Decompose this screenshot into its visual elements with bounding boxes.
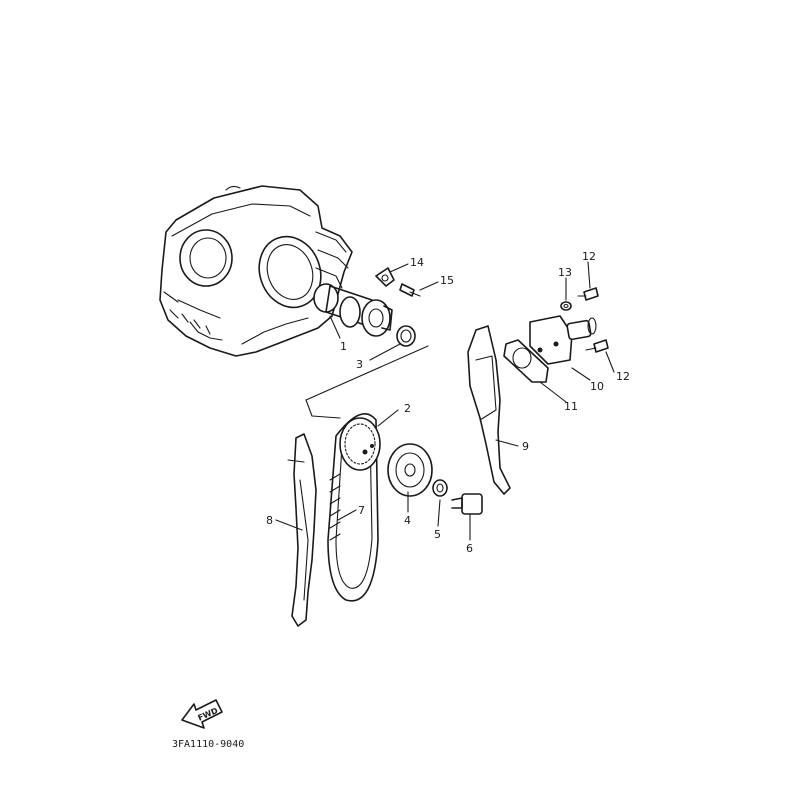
tensioner-bolt-upper	[577, 287, 599, 301]
bolt-small	[399, 283, 421, 297]
chain-guide-intake	[287, 433, 317, 627]
part-code: 3FA1110-9040	[172, 739, 244, 750]
callout-2: 2	[404, 402, 411, 415]
callout-9: 9	[522, 440, 529, 453]
callout-12-lower: 12	[616, 370, 630, 383]
cylinder-head	[159, 185, 353, 357]
callout-4: 4	[404, 514, 411, 527]
callout-10: 10	[590, 380, 604, 393]
plate-washer	[432, 479, 448, 497]
callout-12-upper: 12	[582, 250, 596, 263]
tensioner-washer	[560, 301, 572, 311]
callout-3: 3	[356, 358, 363, 371]
callout-15: 15	[440, 274, 454, 287]
callout-1: 1	[340, 340, 347, 353]
circlip	[396, 325, 416, 347]
chain-guide-exhaust	[467, 325, 511, 495]
tensioner-gasket	[503, 339, 549, 383]
callout-6: 6	[466, 542, 473, 555]
callout-7: 7	[358, 504, 365, 517]
sprocket-plate	[387, 443, 433, 497]
bracket	[375, 267, 395, 287]
callout-11: 11	[564, 400, 578, 413]
callout-13: 13	[558, 266, 572, 279]
forward-arrow-icon: FWD	[181, 699, 223, 729]
chain-tensioner	[529, 315, 597, 365]
callout-labels: 1 2 3 4 5 6 7 8 9 10 11 12 12 13 14 15	[266, 250, 630, 555]
callout-8: 8	[266, 514, 273, 527]
callout-5: 5	[434, 528, 441, 541]
assembly-frame	[305, 345, 429, 419]
tensioner-bolt-lower	[585, 339, 609, 353]
camshaft	[313, 283, 393, 337]
callout-14: 14	[410, 256, 424, 269]
leader-lines	[275, 261, 615, 541]
cam-sprocket	[339, 417, 381, 471]
sprocket-bolt	[451, 493, 483, 515]
